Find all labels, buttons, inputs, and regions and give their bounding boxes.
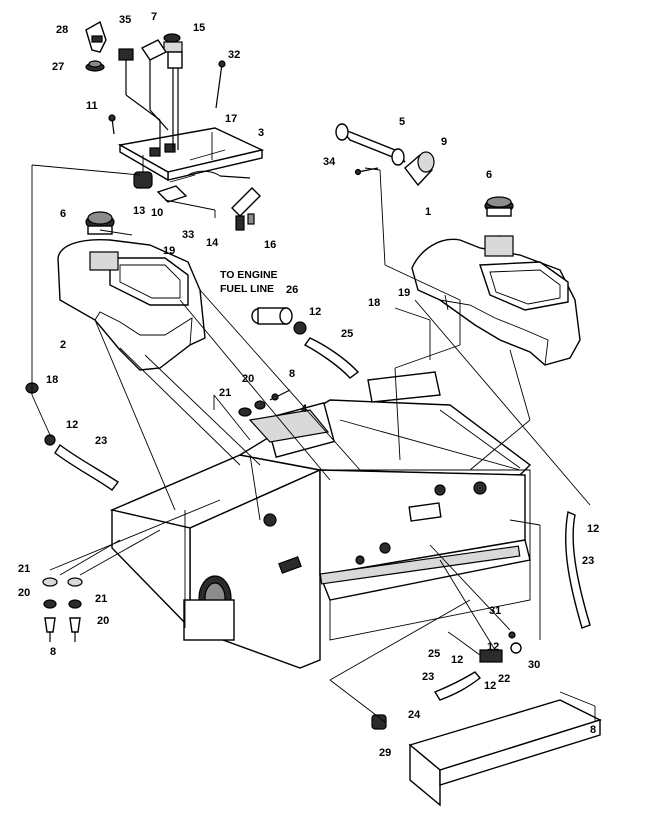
callout-25-bottom: 25 — [428, 648, 440, 660]
callout-18-mid: 18 — [368, 297, 380, 309]
fuel-tank-right — [411, 235, 581, 366]
callout-27: 27 — [52, 61, 64, 73]
callout-5: 5 — [399, 116, 405, 128]
hardware-stack-top — [238, 389, 291, 417]
callout-14: 14 — [206, 237, 219, 249]
ignition-key — [85, 20, 107, 53]
fuel-cap-left — [85, 211, 115, 235]
callout-9: 9 — [441, 136, 447, 148]
callout-4: 4 — [301, 403, 308, 415]
mount-plate-29 — [408, 699, 602, 807]
callout-21-a: 21 — [18, 563, 30, 575]
callout-35: 35 — [119, 14, 131, 26]
filter-9 — [404, 151, 435, 187]
callout-12-right: 12 — [587, 523, 599, 535]
callout-11: 11 — [86, 100, 98, 112]
callout-2: 2 — [60, 339, 66, 351]
callout-22: 22 — [498, 673, 510, 685]
callout-20-a: 20 — [18, 587, 30, 599]
fuel-hose-28 — [303, 337, 360, 379]
key-washer — [85, 60, 105, 72]
fuel-hose-23-right — [564, 511, 591, 629]
callout-23-left: 23 — [95, 435, 107, 447]
callout-12-b1: 12 — [451, 654, 463, 666]
callout-26: 26 — [286, 284, 298, 296]
fuel-valve-22 — [479, 631, 522, 663]
callout-numbers: 28 35 7 15 27 32 11 17 3 13 10 33 14 16 … — [18, 11, 599, 759]
callout-10: 10 — [151, 207, 163, 219]
leader-lines — [31, 132, 596, 723]
callout-20-b: 20 — [97, 615, 109, 627]
callout-29: 29 — [379, 747, 391, 759]
callout-30: 30 — [528, 659, 540, 671]
fuel-cap-right — [484, 196, 514, 217]
seat-switch-bracket — [117, 127, 265, 182]
callout-33: 33 — [182, 229, 194, 241]
callout-7: 7 — [151, 11, 157, 23]
callout-23-right: 23 — [582, 555, 594, 567]
callout-12-b2: 12 — [487, 641, 499, 653]
callout-8-top: 8 — [289, 368, 295, 380]
callout-24: 24 — [408, 709, 421, 721]
callout-31: 31 — [489, 605, 501, 617]
clamp-34 — [354, 167, 379, 176]
callout-12-top: 12 — [309, 306, 321, 318]
callout-34: 34 — [323, 156, 336, 168]
callout-28: 28 — [56, 24, 68, 36]
frame — [109, 371, 532, 669]
fuel-filter-26 — [251, 307, 307, 335]
screw-32 — [215, 60, 226, 109]
callout-23-bottom: 23 — [422, 671, 434, 683]
clamp-12-left — [44, 434, 56, 446]
hardware-stack-left-b — [67, 577, 83, 642]
callout-3: 3 — [258, 127, 264, 139]
switch-10 — [156, 185, 188, 203]
fuel-hose-23-bottom — [433, 671, 482, 701]
valve-24 — [371, 714, 387, 730]
callout-15: 15 — [193, 22, 205, 34]
callout-19-right: 19 — [398, 287, 410, 299]
fuel-hose-25 — [447, 631, 481, 656]
callout-17: 17 — [225, 113, 237, 125]
note-line-1: TO ENGINE — [220, 269, 278, 281]
callout-8-bottom: 8 — [50, 646, 56, 658]
callout-6-left: 6 — [60, 208, 66, 220]
filler-tube-5 — [335, 123, 406, 166]
callout-12-left: 12 — [66, 419, 78, 431]
grommet-13 — [133, 155, 153, 189]
callout-12-b3: 12 — [484, 680, 496, 692]
plate-4 — [248, 409, 330, 443]
callout-1: 1 — [425, 206, 431, 218]
callout-8-right: 8 — [590, 724, 596, 736]
callout-6-right: 6 — [486, 169, 492, 181]
hardware-stack-left-a — [42, 577, 58, 642]
callout-20-top: 20 — [242, 373, 254, 385]
callout-18-left: 18 — [46, 374, 58, 386]
seat-switch-14 — [187, 170, 261, 231]
callout-13: 13 — [133, 205, 145, 217]
callout-21-top: 21 — [219, 387, 231, 399]
key-switch — [163, 33, 183, 150]
switch-connector — [118, 39, 169, 148]
callout-21-b: 21 — [95, 593, 107, 605]
screw-11 — [108, 114, 116, 135]
callout-25-top: 25 — [341, 328, 353, 340]
fuel-hose-23-left — [54, 443, 120, 491]
callout-16: 16 — [264, 239, 276, 251]
fuel-tank-left — [57, 238, 206, 371]
callout-19-left: 19 — [163, 245, 175, 257]
callout-32: 32 — [228, 49, 240, 61]
note-line-2: FUEL LINE — [220, 283, 274, 295]
